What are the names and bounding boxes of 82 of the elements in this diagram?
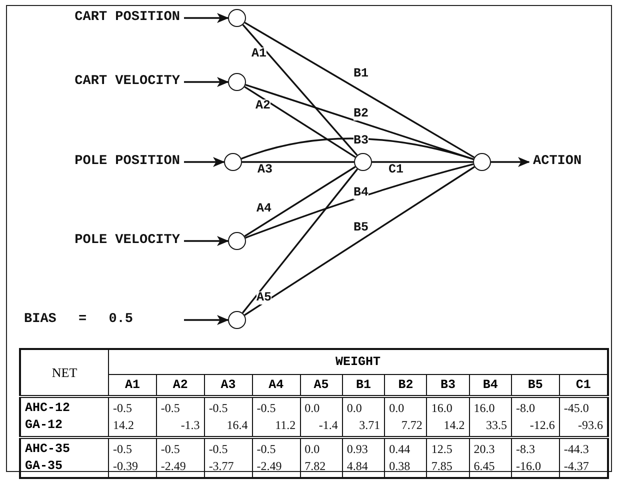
- weight-value: -8.0: [516, 400, 536, 417]
- connection-line: [241, 138, 474, 160]
- weight-value: 0.0: [304, 441, 321, 458]
- connection-line: [244, 22, 475, 158]
- arrow: [184, 157, 225, 167]
- neuron-circle: [228, 232, 246, 250]
- neuron-circle: [354, 153, 372, 171]
- weight-value: 16.4: [226, 417, 248, 434]
- weight-value: 12.5: [431, 441, 454, 458]
- connection-line: [242, 168, 358, 314]
- arrow: [184, 236, 229, 246]
- weight-value: -93.6: [577, 417, 603, 434]
- weight-value: -0.5: [160, 400, 181, 417]
- input-label: POLE VELOCITY: [40, 232, 180, 250]
- weight-value: -0.5: [113, 441, 133, 458]
- weight-value: -45.0: [564, 400, 590, 417]
- edge-label: B5: [354, 222, 368, 234]
- weight-value: 11.2: [274, 417, 296, 434]
- input-label: BIAS = 0.5: [24, 311, 180, 329]
- weight-value: -1.3: [180, 417, 200, 434]
- weight-value: -0.39: [113, 458, 139, 475]
- weight-value: -0.5: [208, 400, 229, 417]
- edge-label: A5: [256, 292, 272, 304]
- weight-value: -2.49: [256, 458, 283, 475]
- net-name: GA-35: [25, 458, 64, 475]
- weight-value: 14.2: [442, 417, 465, 434]
- neuron-circle: [228, 73, 246, 91]
- weight-value: 0.44: [389, 441, 412, 458]
- neuron-circle: [228, 9, 246, 27]
- weight-value: -0.5: [160, 441, 181, 458]
- weight-value: -1.4: [318, 417, 338, 434]
- connection-line: [242, 24, 358, 156]
- weight-value: -0.5: [256, 400, 277, 417]
- weight-value: 0.0: [389, 400, 406, 417]
- edge-label: B2: [354, 108, 368, 120]
- input-label: ACTION: [533, 153, 603, 171]
- weight-value: -4.37: [564, 458, 590, 475]
- weight-value: -8.3: [516, 441, 536, 458]
- connection-line: [372, 161, 473, 163]
- connection-line: [245, 163, 474, 239]
- connection-line: [242, 161, 354, 163]
- weight-value: 0.0: [304, 400, 321, 417]
- weight-value: 16.0: [431, 400, 454, 417]
- net-name: AHC-35: [25, 441, 72, 458]
- weight-value: 7.82: [304, 458, 327, 475]
- weight-value: 20.3: [474, 441, 496, 458]
- connection-line: [244, 166, 475, 316]
- weight-value: -2.49: [160, 458, 187, 475]
- weight-value: 33.5: [484, 417, 507, 434]
- neuron-circle: [228, 311, 246, 329]
- net-name: GA-12: [25, 417, 64, 434]
- weight-value: 6.45: [474, 458, 496, 475]
- weight-value: 3.71: [358, 417, 380, 434]
- connection-line: [245, 84, 474, 160]
- input-label: POLE POSITION: [40, 153, 180, 171]
- weight-value: -0.5: [113, 400, 133, 417]
- weight-value: -3.77: [208, 458, 235, 475]
- weight-value: 7.85: [431, 458, 454, 475]
- weight-value: 14.2: [113, 417, 135, 434]
- weight-value: -0.5: [208, 441, 229, 458]
- weight-value: 0.38: [389, 458, 412, 475]
- arrow: [184, 13, 229, 23]
- input-label: CART POSITION: [40, 9, 180, 27]
- weight-value: 7.72: [400, 417, 422, 434]
- weight-value: 0.0: [346, 400, 363, 417]
- arrow: [491, 157, 530, 167]
- weight-value: -16.0: [516, 458, 542, 475]
- weight-value: 16.0: [474, 400, 496, 417]
- weight-value: -12.6: [528, 417, 555, 434]
- net-name: AHC-12: [25, 400, 72, 417]
- arrow: [184, 315, 229, 325]
- connection-line: [244, 86, 356, 158]
- neuron-circle: [473, 153, 491, 171]
- weight-value: 0.93: [346, 441, 369, 458]
- weight-value: -0.5: [256, 441, 277, 458]
- arrow: [184, 77, 229, 87]
- input-label: CART VELOCITY: [40, 73, 180, 91]
- neuron-circle: [224, 153, 242, 171]
- edge-label: B4: [354, 186, 368, 200]
- weight-value: 4.84: [346, 458, 369, 475]
- connection-line: [244, 166, 356, 237]
- weight-value: -44.3: [564, 441, 590, 458]
